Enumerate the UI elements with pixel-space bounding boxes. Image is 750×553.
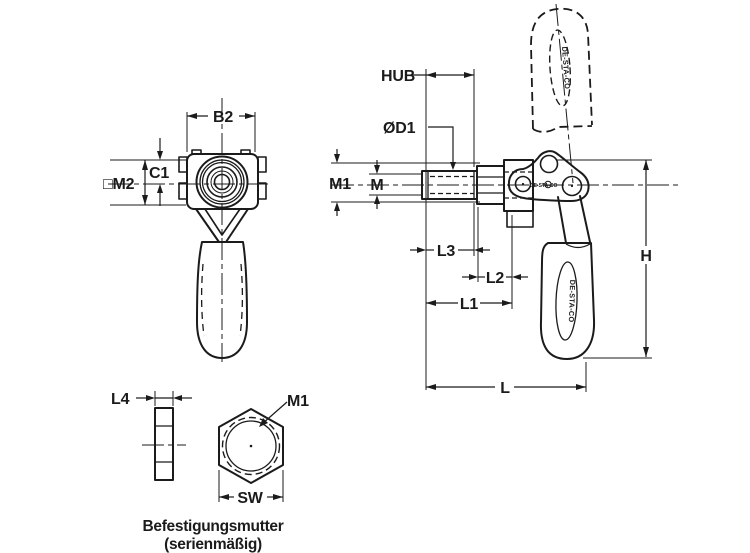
handle-axis-centerline bbox=[555, 3, 574, 184]
dim-c1: C1 bbox=[149, 138, 170, 206]
dim-l1: L1 bbox=[426, 296, 512, 313]
dim-label-m1: M1 bbox=[329, 176, 351, 193]
dim-m1-nut: M1 bbox=[259, 393, 309, 427]
nut-side-view bbox=[142, 407, 186, 481]
brand-stamp: DE-STA-CO bbox=[530, 183, 558, 189]
caption-line1: Befestigungsmutter bbox=[142, 518, 283, 535]
dim-l: L bbox=[426, 362, 587, 397]
thread-circle-dashed bbox=[221, 416, 281, 476]
brand-on-handle-phantom: DE-STA-CO bbox=[560, 46, 572, 89]
dim-m2: □M2 bbox=[103, 159, 187, 206]
pivot-hole-left bbox=[514, 175, 532, 193]
front-view: B2 C1 □M2 bbox=[103, 98, 268, 362]
side-view: DE-STA-CO DE-STA-CO DE-STA-CO bbox=[329, 3, 680, 397]
dim-b2: B2 bbox=[186, 109, 256, 152]
dim-label-l4: L4 bbox=[111, 391, 130, 408]
dim-label-m1-nut: M1 bbox=[287, 393, 309, 410]
dim-label-l3: L3 bbox=[437, 243, 456, 260]
dim-label-m: M bbox=[370, 177, 383, 194]
dim-label-m2: □M2 bbox=[103, 176, 135, 193]
dim-hub: HUB bbox=[381, 68, 475, 390]
nut-caption: Befestigungsmutter (serienmäßig) bbox=[142, 518, 284, 553]
brand-on-handle: DE-STA-CO bbox=[567, 280, 577, 323]
dim-label-b2: B2 bbox=[213, 109, 233, 126]
pivot-hole-right bbox=[561, 175, 583, 197]
dim-label-h: H bbox=[640, 248, 651, 265]
dim-l4: L4 bbox=[111, 391, 192, 408]
handle-front bbox=[195, 208, 249, 359]
dim-label-hub: HUB bbox=[381, 68, 415, 85]
dim-sw: SW bbox=[218, 470, 284, 507]
nut-views: L4 M1 SW Befestigungsmutter bbox=[111, 391, 309, 553]
dim-label-d1: ØD1 bbox=[383, 120, 416, 137]
nut-front-view bbox=[218, 408, 284, 484]
dim-l2: L2 bbox=[462, 207, 528, 309]
dim-d1: ØD1 bbox=[383, 120, 456, 170]
pivot-plate: DE-STA-CO bbox=[507, 150, 590, 202]
dim-label-sw: SW bbox=[237, 490, 263, 507]
bushing-circles bbox=[195, 155, 249, 209]
pivot-hole-top bbox=[539, 154, 559, 174]
caption-line2: (serienmäßig) bbox=[164, 536, 262, 553]
dim-label-l: L bbox=[500, 380, 510, 397]
dim-m: M bbox=[369, 160, 422, 209]
dim-label-l1: L1 bbox=[460, 296, 479, 313]
grip-logo-outline-phantom bbox=[548, 29, 572, 107]
handle-side-down: DE-STA-CO bbox=[539, 195, 596, 360]
brand-logo-icon bbox=[544, 180, 552, 189]
clamp-body-front bbox=[178, 149, 267, 210]
dim-label-c1: C1 bbox=[149, 165, 169, 182]
dim-label-l2: L2 bbox=[486, 270, 505, 287]
grip-logo-outline bbox=[555, 261, 578, 341]
dim-h: H bbox=[556, 159, 652, 359]
dim-m1-side: M1 bbox=[329, 149, 480, 216]
handle-side-up-phantom: DE-STA-CO bbox=[530, 3, 593, 184]
